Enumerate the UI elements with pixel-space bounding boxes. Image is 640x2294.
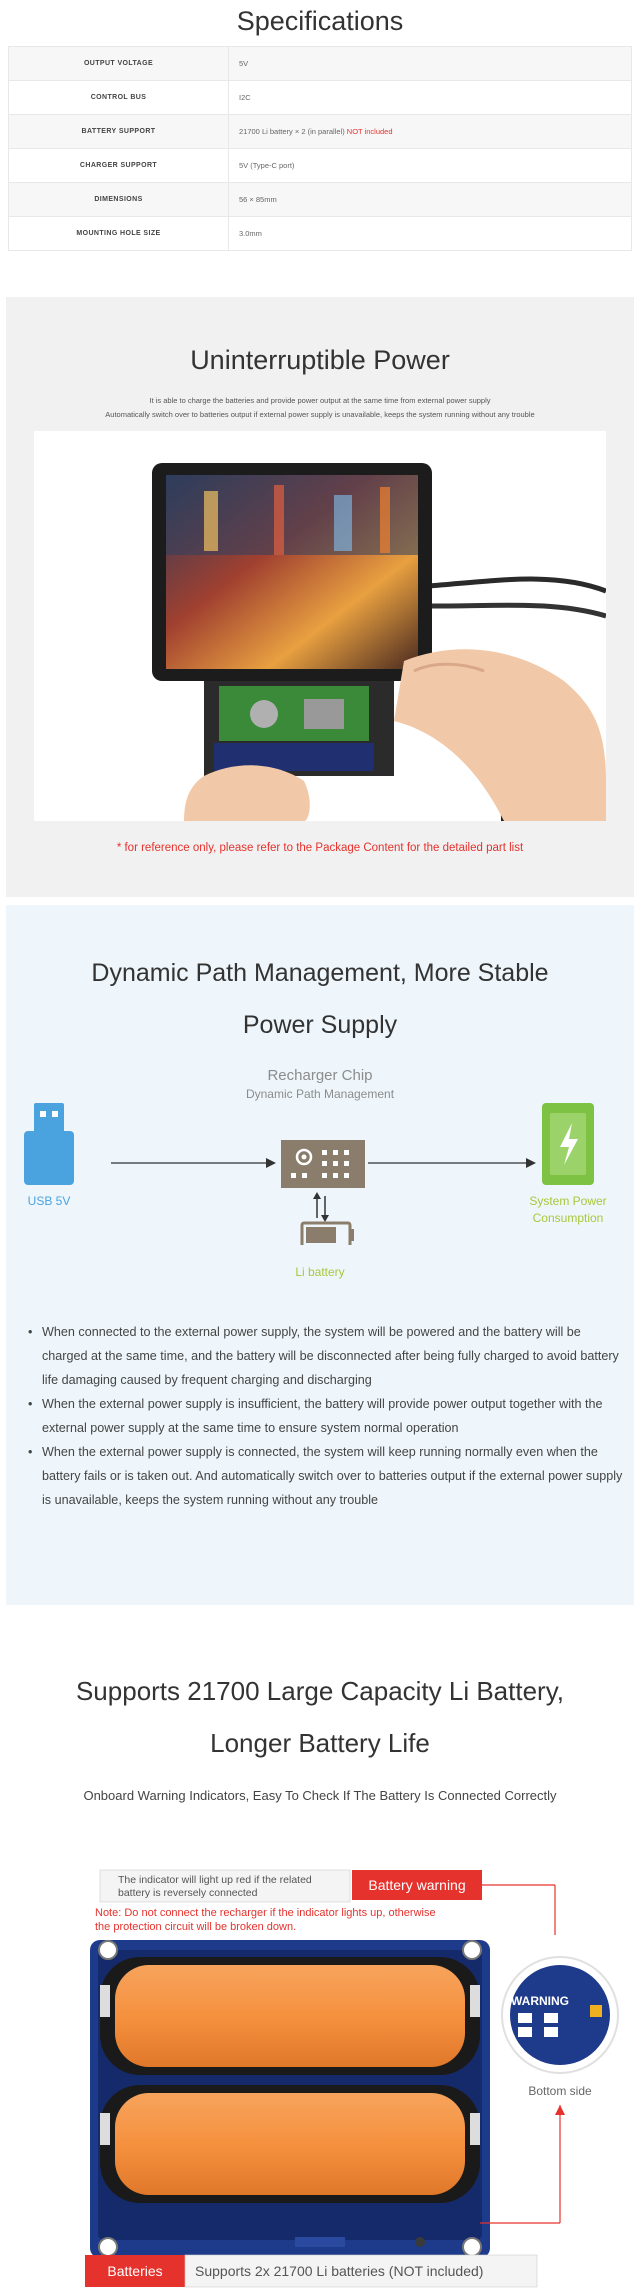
bottom-side-label: Bottom side: [528, 2084, 592, 2098]
spec-key: OUTPUT VOLTAGE: [8, 46, 229, 81]
arrow-head-icon: [526, 1158, 536, 1168]
spec-value: 3.0mm: [228, 216, 632, 251]
battery-cell-bottom: [115, 2093, 465, 2195]
warning-badge: WARNING: [511, 1994, 569, 2008]
battery-warning-tag: [352, 1870, 482, 1900]
battery-section: Supports 21700 Large Capacity Li Battery…: [0, 1605, 640, 2294]
list-item: When the external power supply is connec…: [28, 1440, 623, 1512]
product-photo-illustration: [152, 463, 607, 822]
table-row: MOUNTING HOLE SIZE 3.0mm: [8, 216, 632, 251]
battery-title-line: Longer Battery Life: [210, 1728, 430, 1758]
dynamic-path-diagram-svg: Recharger Chip Dynamic Path Management U…: [24, 1067, 607, 1249]
batteries-tag-label: Batteries: [107, 2263, 162, 2279]
li-battery-label: Li battery: [295, 1265, 345, 1279]
battery-subtitle: Onboard Warning Indicators, Easy To Chec…: [83, 1788, 557, 1803]
battery-board-svg: The indicator will light up red if the r…: [85, 1869, 619, 2288]
system-power-label: System Power: [529, 1194, 606, 1208]
warning-note-line: the protection circuit will be broken do…: [95, 1921, 296, 1933]
batteries-tag: [85, 2255, 185, 2287]
spec-key: BATTERY SUPPORT: [8, 114, 229, 149]
dynamic-path-bullets: When connected to the external power sup…: [28, 1320, 623, 1512]
ups-title: Uninterruptible Power: [190, 345, 450, 375]
specifications-title: Specifications: [236, 6, 404, 36]
ups-description-line: Automatically switch over to batteries o…: [105, 410, 535, 419]
spec-value: 5V (Type-C port): [228, 148, 632, 183]
dynamic-path-section: Dynamic Path Management, More Stable Pow…: [6, 905, 634, 1605]
system-power-icon: [542, 1103, 594, 1185]
battery-cell-top: [115, 1965, 465, 2067]
dynamic-path-title-line: Power Supply: [242, 1011, 398, 1039]
ups-description-line: It is able to charge the batteries and p…: [149, 396, 491, 405]
bidirectional-arrow-icon: [313, 1192, 329, 1222]
battery-board-illustration: The indicator will light up red if the r…: [0, 1855, 640, 2294]
chip-icon: [281, 1140, 365, 1188]
spec-value: 21700 Li battery × 2 (in parallel): [239, 127, 345, 136]
table-row: CONTROL BUS I2C: [8, 80, 632, 115]
battery-title-line: Supports 21700 Large Capacity Li Battery…: [75, 1676, 565, 1706]
dynamic-path-title-line: Dynamic Path Management, More Stable: [91, 959, 549, 987]
spec-value-not-included: NOT included: [346, 127, 393, 136]
batteries-description: Supports 2x 21700 Li batteries (NOT incl…: [195, 2263, 483, 2279]
table-row: OUTPUT VOLTAGE 5V: [8, 46, 632, 81]
spec-key: CONTROL BUS: [8, 80, 229, 115]
list-item: When connected to the external power sup…: [28, 1320, 623, 1392]
spec-value: I2C: [228, 80, 632, 115]
chip-subtitle: Dynamic Path Management: [246, 1087, 395, 1101]
indicator-text-line: The indicator will light up red if the r…: [118, 1874, 312, 1886]
ups-description: It is able to charge the batteries and p…: [6, 394, 634, 422]
indicator-info-box: [99, 1869, 351, 1903]
specifications-table: OUTPUT VOLTAGE 5V CONTROL BUS I2C BATTER…: [8, 46, 632, 251]
battery-warning-label: Battery warning: [368, 1877, 465, 1893]
spec-key: DIMENSIONS: [8, 182, 229, 217]
li-battery-label-wrap: Li battery: [6, 1265, 634, 1279]
chip-title: Recharger Chip: [267, 1067, 372, 1084]
table-row: BATTERY SUPPORT 21700 Li battery × 2 (in…: [8, 114, 632, 149]
battery-title: Supports 21700 Large Capacity Li Battery…: [0, 1665, 640, 1769]
usb-label: USB 5V: [28, 1194, 71, 1208]
list-item: When the external power supply is insuff…: [28, 1392, 623, 1440]
dynamic-path-title: Dynamic Path Management, More Stable Pow…: [6, 947, 634, 1051]
table-row: DIMENSIONS 56 × 85mm: [8, 182, 632, 217]
li-battery-icon: [300, 1221, 354, 1249]
dynamic-path-diagram: Recharger Chip Dynamic Path Management U…: [6, 1065, 634, 1249]
indicator-text-line: battery is reversely connected: [118, 1887, 258, 1899]
usb-icon: [24, 1103, 74, 1185]
spec-value: 5V: [228, 46, 632, 81]
ups-section: Uninterruptible Power It is able to char…: [6, 297, 634, 897]
table-row: CHARGER SUPPORT 5V (Type-C port): [8, 148, 632, 183]
warning-note-line: Note: Do not connect the recharger if th…: [95, 1907, 436, 1919]
spec-value-cell: 21700 Li battery × 2 (in parallel) NOT i…: [228, 114, 632, 149]
spec-key: MOUNTING HOLE SIZE: [8, 216, 229, 251]
spec-value: 56 × 85mm: [228, 182, 632, 217]
specifications-section: Specifications OUTPUT VOLTAGE 5V CONTROL…: [0, 0, 640, 285]
product-photo: [34, 431, 607, 822]
system-power-label: Consumption: [533, 1211, 604, 1225]
reference-note: * for reference only, please refer to th…: [116, 842, 524, 854]
spec-key: CHARGER SUPPORT: [8, 148, 229, 183]
arrow-head-icon: [266, 1158, 276, 1168]
